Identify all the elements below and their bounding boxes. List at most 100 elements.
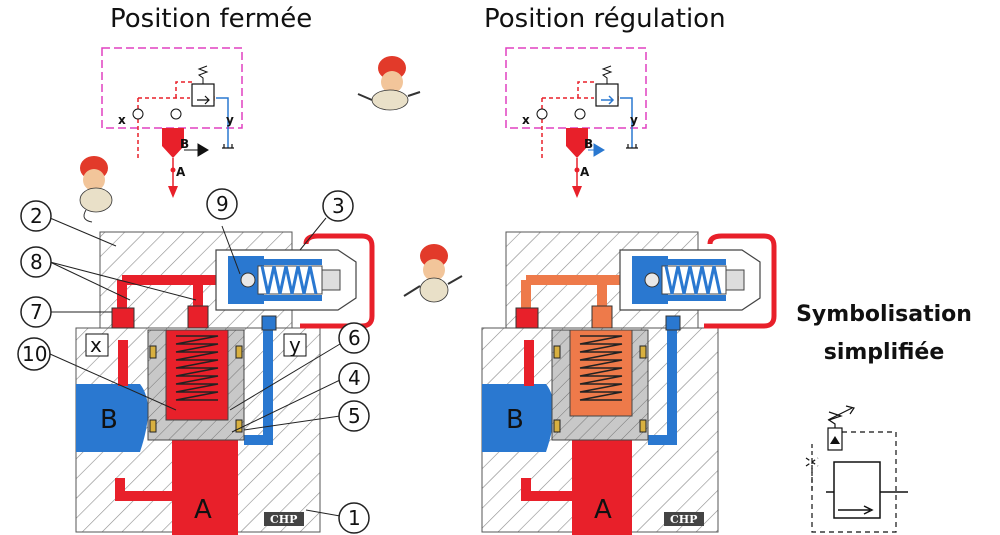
callout-6 — [338, 322, 370, 354]
svg-text:2: 2 — [30, 204, 43, 228]
tank-symbol — [626, 144, 638, 149]
seal — [639, 345, 647, 359]
symbol-pilot-lines — [811, 431, 897, 533]
port-a-label: A — [194, 495, 212, 525]
orifice-2 — [574, 108, 586, 120]
schematic-closed: x y B A — [101, 47, 243, 198]
orifice-2 — [170, 108, 182, 120]
pilot-valve-arrow — [197, 95, 210, 105]
drain-fitting — [665, 315, 681, 331]
pilot-spring — [197, 65, 209, 84]
svg-text:5: 5 — [348, 404, 361, 428]
symbolisation-line-1: Symbolisation — [796, 302, 972, 327]
callout-2 — [20, 200, 52, 232]
callout-8 — [20, 246, 52, 278]
seal — [235, 419, 243, 433]
main-stage-seat — [566, 146, 588, 158]
channel-a-side — [521, 478, 572, 501]
schematic-label-x: x — [118, 113, 126, 127]
channel-x — [118, 340, 128, 386]
outlet-arrow-blue — [588, 143, 605, 157]
pilot-spring — [260, 265, 318, 295]
callout-3 — [322, 190, 354, 222]
tank-symbol — [222, 144, 234, 149]
adjust-screw — [725, 269, 745, 291]
port-b-label: B — [100, 405, 118, 435]
seal — [235, 345, 243, 359]
outlet-arrow-black — [184, 143, 209, 157]
main-spring — [175, 335, 219, 401]
schematic-label-x: x — [522, 113, 530, 127]
channel-y — [648, 330, 677, 445]
svg-text:8: 8 — [30, 250, 43, 274]
main-spring — [579, 335, 623, 401]
symbol-pilot-arrow — [830, 436, 840, 444]
orifice-x — [132, 108, 144, 120]
orifice-x — [536, 108, 548, 120]
channel-y — [244, 330, 273, 445]
symbol-box — [833, 461, 881, 519]
pilot-line-red — [137, 81, 192, 160]
seal — [149, 419, 157, 433]
symbolisation-caption: Symbolisation simplifiée — [768, 296, 1000, 372]
drain-line — [216, 97, 229, 148]
pilot-ball — [644, 272, 660, 288]
valve-cutaway-regulation: B A CHP — [481, 231, 777, 535]
pilot-spring — [601, 65, 613, 84]
schematic-label-a: A — [176, 165, 186, 179]
schematic-label-a: A — [580, 165, 590, 179]
callout-10 — [17, 337, 51, 371]
seal — [553, 345, 561, 359]
symbol-orifice — [805, 444, 819, 492]
cartoon-character-center-top — [357, 56, 421, 111]
port-b-label: B — [506, 405, 524, 435]
schematic-label-y: y — [630, 113, 638, 127]
schematic-label-y: y — [226, 113, 234, 127]
port-x-box — [85, 333, 109, 357]
adjust-screw — [321, 269, 341, 291]
plug-7 — [111, 307, 135, 329]
svg-text:9: 9 — [216, 192, 229, 216]
main-stage — [566, 128, 588, 146]
svg-text:7: 7 — [30, 300, 43, 324]
main-stage-seat — [162, 146, 184, 158]
node-a — [574, 167, 580, 173]
pilot-valve-arrow — [601, 95, 615, 105]
drain-line — [620, 97, 633, 148]
pilot-drain-blue — [668, 259, 726, 301]
orifice-8 — [187, 305, 209, 329]
port-a-inlet — [572, 440, 632, 535]
port-b-chamber — [482, 384, 554, 452]
pilot-ball — [240, 272, 256, 288]
seal — [553, 419, 561, 433]
plug-7 — [515, 307, 539, 329]
pilot-line-red — [541, 81, 596, 160]
seal — [149, 345, 157, 359]
callouts: 2 8 7 10 9 3 6 4 5 1 — [17, 188, 370, 534]
port-a-label: A — [594, 495, 612, 525]
callout-1 — [338, 502, 370, 534]
chp-logo — [264, 512, 304, 526]
external-pilot-line — [704, 233, 777, 329]
port-b-chamber — [76, 384, 148, 452]
pilot-spring — [664, 265, 722, 295]
pilot-valve-box — [191, 83, 215, 107]
cartoon-character-left — [79, 156, 113, 223]
title-closed-position: Position fermée — [110, 4, 313, 34]
title-regulation-position: Position régulation — [484, 4, 726, 34]
callout-9 — [206, 188, 238, 220]
drain-fitting — [261, 315, 277, 331]
schematic-regulation: x y B A — [505, 47, 647, 198]
svg-text:10: 10 — [22, 342, 47, 366]
callout-7 — [20, 296, 52, 328]
callout-5 — [338, 400, 370, 432]
svg-text:4: 4 — [348, 366, 361, 390]
piston — [165, 329, 229, 421]
port-y-label: y — [289, 333, 301, 357]
schematic-label-b: B — [180, 137, 189, 151]
chp-logo-text: CHP — [670, 513, 697, 526]
seal — [639, 419, 647, 433]
port-x-label: x — [90, 333, 102, 357]
symbol-arrow — [838, 505, 874, 515]
